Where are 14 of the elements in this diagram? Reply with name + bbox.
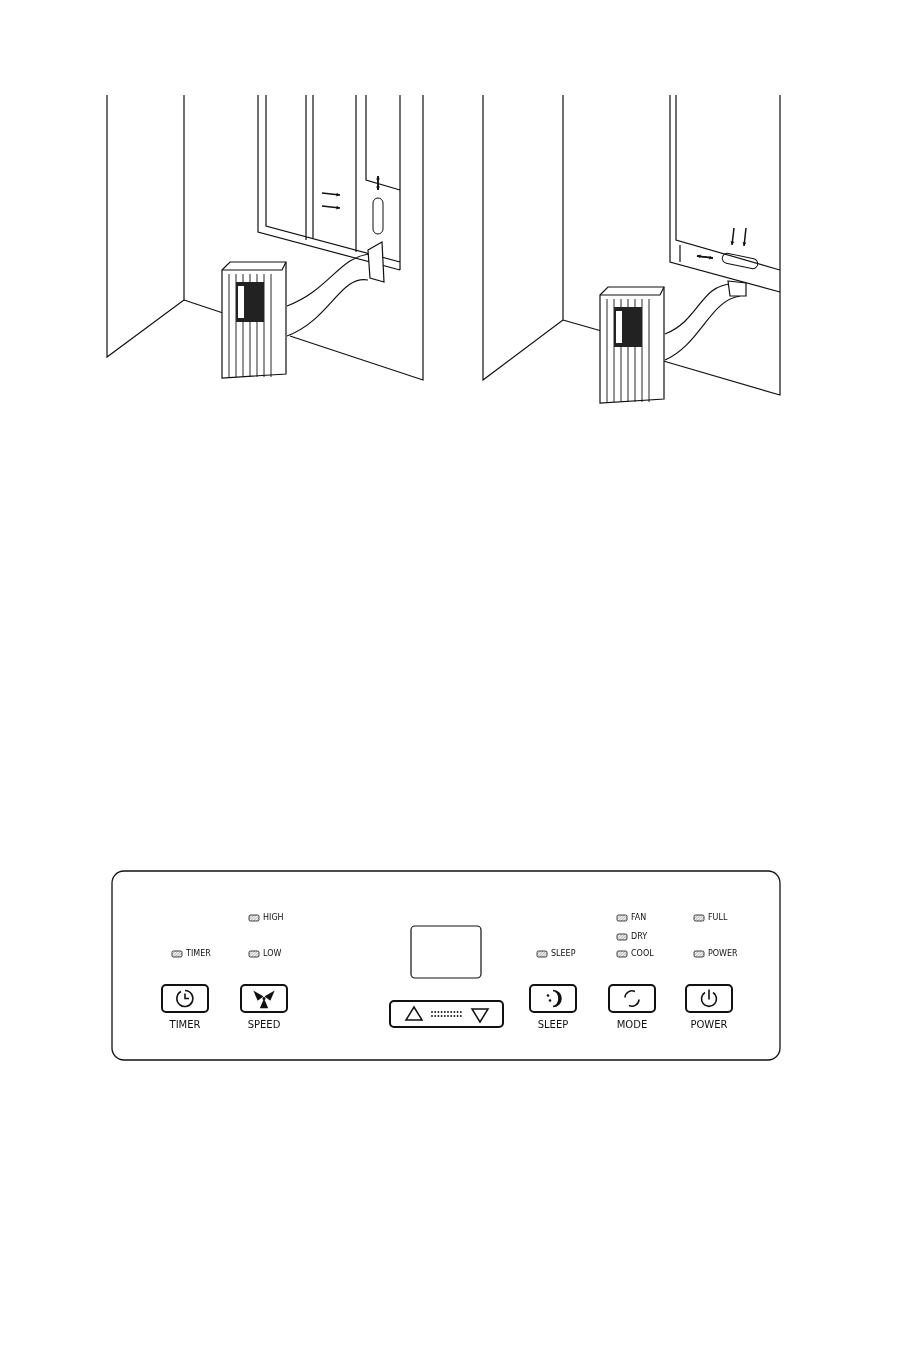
indicator-label: FULL [708, 913, 728, 923]
indicator-label: LOW [263, 949, 282, 959]
indicator-label: SLEEP [551, 949, 576, 959]
button-label: SLEEP [537, 1019, 569, 1031]
button-label: SPEED [247, 1019, 281, 1031]
button-label: POWER [690, 1019, 728, 1031]
indicator-label: DRY [631, 932, 648, 942]
indicator-label: HIGH [263, 913, 284, 923]
button-label: MODE [616, 1019, 648, 1031]
indicator-label: TIMER [186, 949, 211, 959]
indicator-label: COOL [631, 949, 654, 959]
indicator-label: POWER [708, 949, 738, 959]
button-label: TIMER [169, 1019, 201, 1031]
indicator-label: FAN [631, 913, 647, 923]
